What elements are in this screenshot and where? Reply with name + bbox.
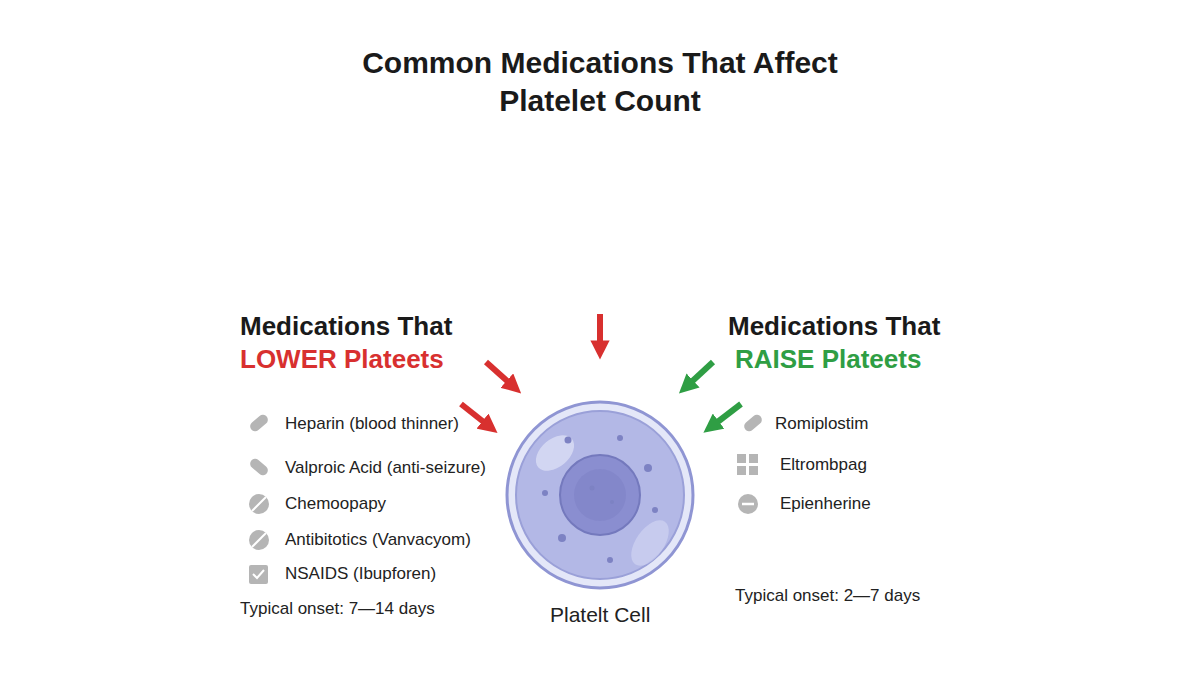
medication-item: Valproic Acid (anti-seizure) xyxy=(285,458,486,478)
medication-item: Antibitotics (Vanvacyom) xyxy=(285,530,471,550)
title: Common Medications That Affect Platelet … xyxy=(330,44,870,120)
medication-item: Heparin (blood thinner) xyxy=(285,414,459,434)
onset-note: Typical onset: 7—14 days xyxy=(240,599,435,619)
onset-note: Typical onset: 2—7 days xyxy=(735,586,920,606)
medication-item: Eltrombpag xyxy=(780,455,867,475)
cell-label: Platelt Cell xyxy=(550,602,650,627)
raise-arrows xyxy=(686,362,741,427)
medication-item: Romiplostim xyxy=(775,414,869,434)
medication-item: Epienherine xyxy=(780,494,871,514)
medication-item: NSAIDS (Ibupforen) xyxy=(285,564,436,584)
section-heading: Medications That xyxy=(728,311,940,342)
medication-item: Chemoopapy xyxy=(285,494,386,514)
platelet-cell: Platelt Cell xyxy=(500,398,700,627)
section-heading: LOWER Plateets xyxy=(240,344,444,375)
section-heading: Medications That xyxy=(240,311,452,342)
cell-drawing xyxy=(500,398,700,598)
section-heading: RAISE Plateets xyxy=(735,344,921,375)
